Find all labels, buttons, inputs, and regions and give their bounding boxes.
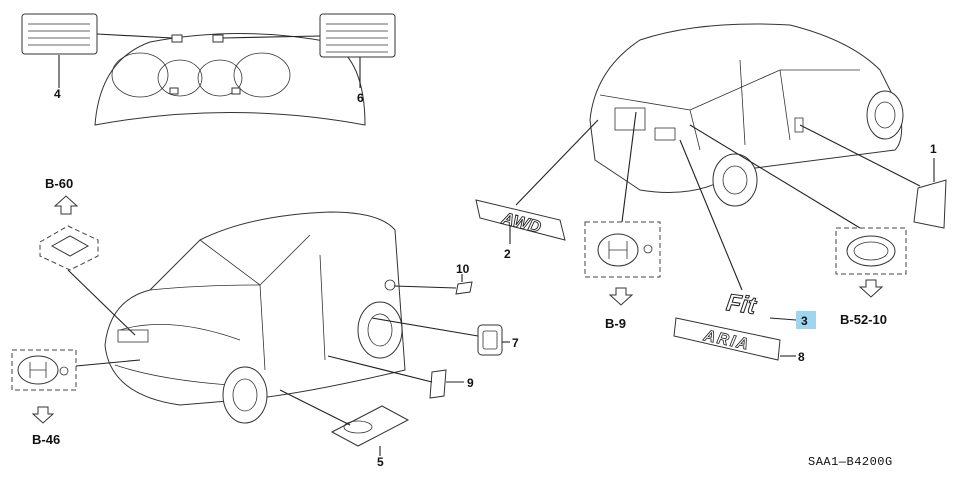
callout-4: 4: [54, 87, 61, 101]
front-emblem-dashed-box: [11, 349, 141, 391]
ref-b9: B-9: [605, 316, 626, 331]
label-4-caution-sticker: [21, 13, 173, 88]
part-7-trim: [371, 317, 510, 356]
emblem-awd-text: AWD: [499, 208, 543, 236]
callout-10: 10: [456, 262, 470, 276]
callout-6: 6: [357, 91, 364, 105]
ref-b46: B-46: [32, 432, 60, 447]
diagram-code: SAA1—B4200G: [808, 455, 893, 469]
part-10-label: [393, 274, 473, 295]
callout-1: 1: [930, 142, 937, 156]
part-1-label: [913, 158, 947, 229]
callout-3: 3: [801, 314, 808, 328]
ref-b5210: B-52-10: [840, 312, 887, 327]
part-5-plate: [279, 389, 410, 456]
car-front-three-quarter: [104, 211, 406, 424]
label-6-warning-sticker: [222, 13, 396, 88]
down-arrow-icon-b9: [608, 287, 634, 306]
callout-3-highlight: [796, 311, 816, 329]
down-arrow-icon-b52: [858, 279, 884, 298]
emblem-aria-text: ARIA: [701, 327, 752, 354]
oval-emblem-dashed-box: [835, 227, 907, 275]
callout-8: 8: [798, 350, 805, 364]
emblem-fit-text: Fit: [725, 289, 759, 320]
up-arrow-icon: [53, 195, 79, 215]
emblem-awd: AWD: [475, 199, 566, 244]
emblem-aria: ARIA: [673, 317, 796, 361]
b60-dashed-part-box: [39, 225, 99, 271]
callout-2: 2: [504, 247, 511, 261]
part-9-trim: [327, 355, 464, 399]
rear-emblem-dashed-box: [584, 221, 661, 278]
callout-9: 9: [467, 376, 474, 390]
emblem-fit: Fit: [724, 289, 797, 321]
callout-7: 7: [512, 336, 519, 350]
callout-5: 5: [377, 455, 384, 469]
ref-b60: B-60: [45, 176, 73, 191]
car-rear-three-quarter: [589, 23, 904, 207]
down-arrow-icon: [31, 406, 55, 424]
